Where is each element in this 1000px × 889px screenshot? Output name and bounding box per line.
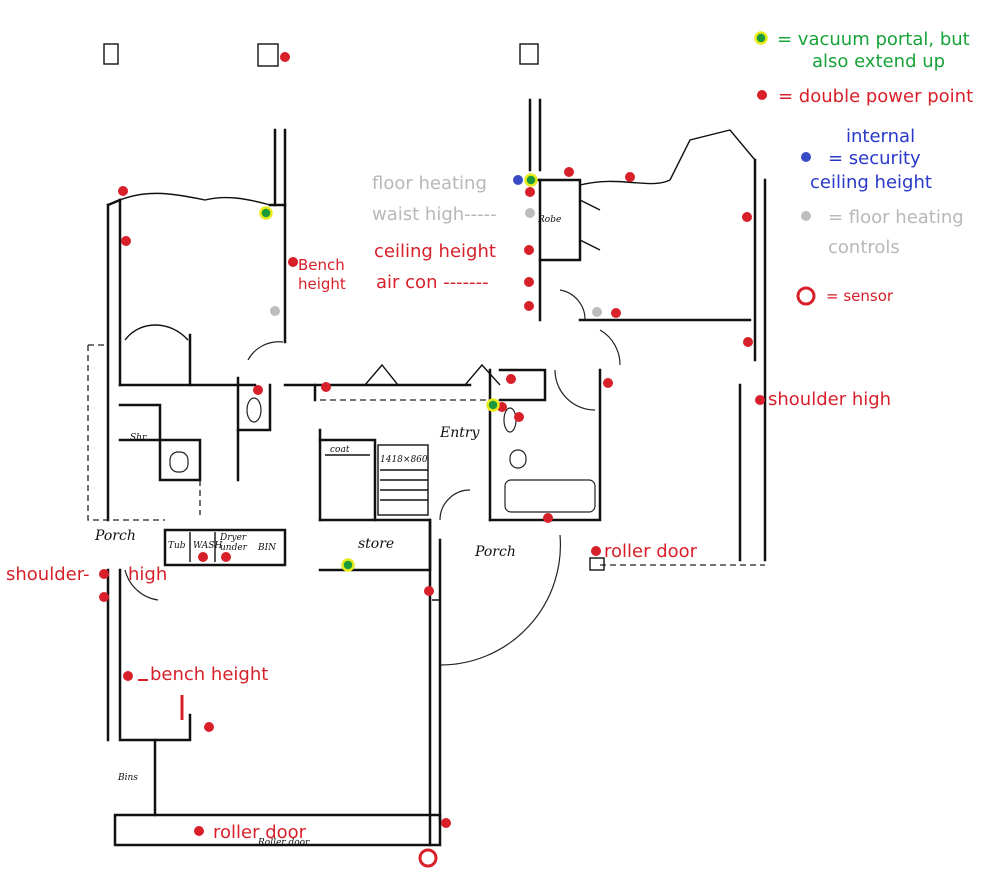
store-label: store <box>358 536 394 552</box>
red-dot-icon <box>99 569 109 579</box>
robe-label: Robe <box>537 215 561 225</box>
red-dot-icon <box>564 167 574 177</box>
red-dot-icon <box>525 187 535 197</box>
coat-label: coat <box>330 445 350 455</box>
red-dot-icon <box>198 552 208 562</box>
garage-roller-door-label: Roller door <box>257 838 310 848</box>
red-dot-icon <box>253 385 263 395</box>
green-yellow-dot-icon <box>486 398 500 412</box>
red-dot-icon <box>514 412 524 422</box>
shower-label: Shr. <box>130 433 148 443</box>
red-dot-icon <box>204 722 214 732</box>
red-dot-icon <box>424 586 434 596</box>
grey-dot-icon <box>270 306 280 316</box>
red-dot-icon <box>611 308 621 318</box>
legend-sensor-text: = sensor <box>826 287 894 305</box>
red-dot-icon <box>441 818 451 828</box>
legend-security-text-3: ceiling height <box>810 172 932 193</box>
floor-heating-controls <box>270 208 602 317</box>
annotation-ceiling-height: ceiling height <box>374 241 496 262</box>
dryer-label: Dryer <box>219 533 247 543</box>
red-dot-icon <box>121 236 131 246</box>
grey-dot-icon <box>525 208 535 218</box>
annotation-bench-height-2: height <box>298 275 346 293</box>
red-dot-icon <box>221 552 231 562</box>
blue-dot-icon <box>513 175 523 185</box>
bin-label: BIN <box>257 543 277 553</box>
green-yellow-dot-icon <box>754 31 768 45</box>
room-labels: Robe Shr. Entry coat 1418×860 Porch Porc… <box>94 215 561 848</box>
tub-label: Tub <box>168 541 186 551</box>
red-dot-icon <box>591 546 601 556</box>
red-dot-icon <box>524 277 534 287</box>
legend-vacuum-text-2: also extend up <box>812 51 945 72</box>
legend-heating-text-2: controls <box>828 237 900 258</box>
red-dot-icon <box>524 245 534 255</box>
porch-mid-label: Porch <box>474 544 516 560</box>
annotation-bench-height-left: bench height <box>150 664 268 685</box>
red-dot-icon <box>757 90 767 100</box>
security-sensors <box>513 175 523 185</box>
red-ring-icon <box>796 286 816 306</box>
annotation-shoulder-left: shoulder- <box>6 564 89 585</box>
red-dot-icon <box>625 172 635 182</box>
dryer-under-label: under <box>220 543 248 553</box>
legend-heating-text-1: = floor heating <box>828 207 964 228</box>
green-yellow-dot-icon <box>341 558 355 572</box>
red-dot-icon <box>280 52 290 62</box>
annotation-high-left: high <box>128 564 167 585</box>
legend-security-text-1: internal <box>846 126 915 147</box>
red-dot-icon <box>506 374 516 384</box>
bins-label: Bins <box>117 773 138 783</box>
red-dot-icon <box>755 395 765 405</box>
annotation-shoulder-high-right: shoulder high <box>768 389 891 410</box>
annotation-bench-height-1: Bench <box>298 256 345 274</box>
red-dot-icon <box>743 337 753 347</box>
legend-security-text-2: = security <box>828 148 921 169</box>
annotations: floor heating waist high----- ceiling he… <box>6 173 891 843</box>
green-yellow-dot-icon <box>259 206 273 220</box>
wash-label: WASH <box>193 541 222 551</box>
annotation-roller-door-bottom: roller door <box>213 822 307 843</box>
blue-dot-icon <box>801 152 811 162</box>
red-dot-icon <box>603 378 613 388</box>
red-ring-icon <box>418 848 438 868</box>
stair-dimension-label: 1418×860 <box>380 455 428 465</box>
entry-label: Entry <box>439 425 481 441</box>
legend: = vacuum portal, but also extend up = do… <box>754 29 973 306</box>
red-dot-icon <box>118 186 128 196</box>
floor-plan-walls <box>87 43 767 847</box>
vacuum-portals <box>259 173 538 572</box>
sensors <box>418 848 438 868</box>
annotation-air-con: air con ------- <box>376 272 489 293</box>
power-points <box>99 52 765 836</box>
annotation-waist-high: waist high----- <box>372 204 497 225</box>
red-dot-icon <box>194 826 204 836</box>
porch-left-label: Porch <box>94 528 136 544</box>
grey-dot-icon <box>801 211 811 221</box>
red-dot-icon <box>321 382 331 392</box>
annotation-floor-heating: floor heating <box>372 173 487 194</box>
grey-dot-icon <box>592 307 602 317</box>
red-dot-icon <box>288 257 298 267</box>
annotation-roller-door-right: roller door <box>604 541 698 562</box>
green-yellow-dot-icon <box>524 173 538 187</box>
red-dot-icon <box>742 212 752 222</box>
red-dot-icon <box>524 301 534 311</box>
legend-power-text: = double power point <box>778 86 973 107</box>
red-dot-icon <box>543 513 553 523</box>
red-dot-icon <box>99 592 109 602</box>
red-dot-icon <box>123 671 133 681</box>
legend-vacuum-text: = vacuum portal, but <box>777 29 970 50</box>
